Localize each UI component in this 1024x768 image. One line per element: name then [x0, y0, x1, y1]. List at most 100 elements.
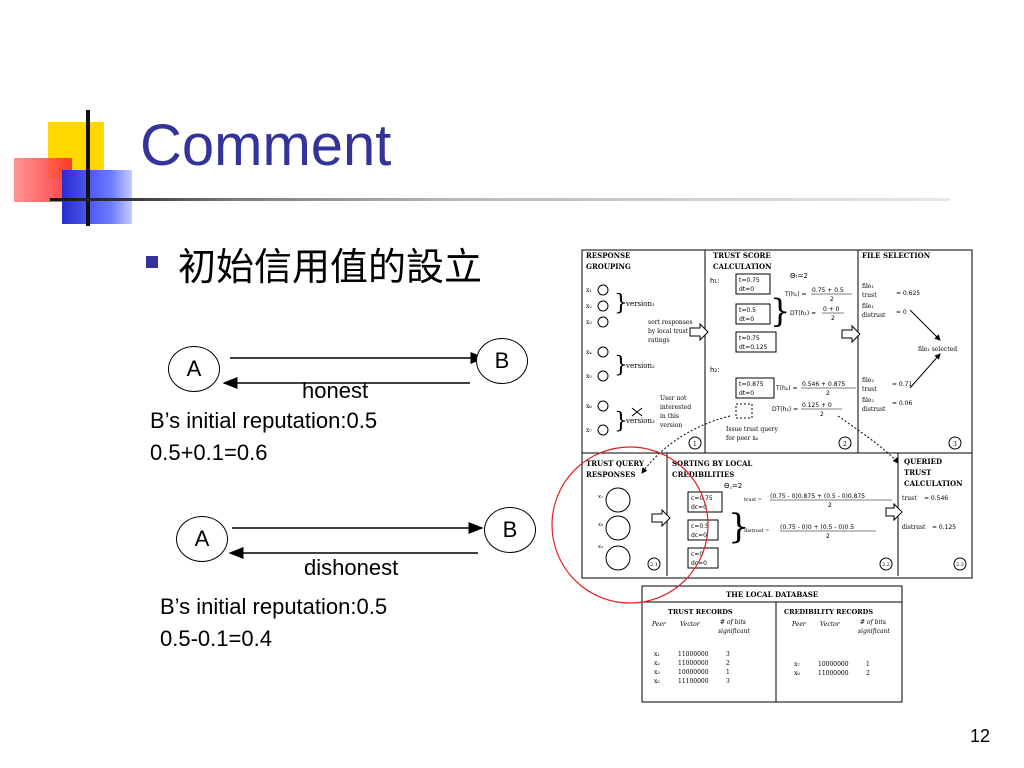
svg-text:distrust: distrust — [862, 312, 886, 319]
svg-text:Issue trust query: Issue trust query — [726, 426, 779, 433]
db-cell: 10000000 — [818, 661, 849, 668]
svg-text:dc=0: dc=0 — [691, 560, 707, 567]
svg-text:in this: in this — [660, 413, 679, 420]
svg-text:t=0.75: t=0.75 — [739, 277, 760, 284]
svg-text:0 + 0: 0 + 0 — [823, 306, 840, 313]
svg-text:by local trust: by local trust — [648, 328, 689, 335]
db-cell: 11100000 — [678, 678, 709, 685]
svg-text:distrust: distrust — [862, 406, 886, 413]
svg-text:x₅: x₅ — [586, 373, 592, 380]
svg-text:CREDIBILITIES: CREDIBILITIES — [672, 470, 734, 479]
db-cell: x₈ — [794, 670, 800, 677]
svg-text:TRUST QUERY: TRUST QUERY — [586, 459, 645, 468]
svg-text:significant: significant — [858, 628, 890, 635]
svg-text:CALCULATION: CALCULATION — [713, 262, 772, 271]
calculation-line-2: 0.5-0.1=0.4 — [160, 626, 272, 651]
svg-text:h₂:: h₂: — [710, 366, 720, 374]
section-response-grouping: RESPONSE — [586, 251, 630, 260]
svg-text:2: 2 — [820, 411, 824, 418]
svg-text:2: 2 — [826, 533, 830, 540]
svg-text:dt=0: dt=0 — [739, 286, 754, 293]
section-file-selection: FILE SELECTION — [862, 251, 931, 260]
db-cell: x₃ — [654, 669, 660, 676]
svg-text:RESPONSES: RESPONSES — [586, 470, 635, 479]
svg-text:= 0.546: = 0.546 — [924, 495, 948, 502]
svg-text:Vector: Vector — [680, 621, 701, 628]
edge-label-dishonest: dishonest — [304, 555, 399, 580]
svg-text:for peer x₆: for peer x₆ — [726, 435, 759, 442]
svg-text:dc=0: dc=0 — [691, 504, 707, 511]
svg-text:TRUST RECORDS: TRUST RECORDS — [668, 608, 733, 616]
svg-text:2: 2 — [831, 315, 835, 322]
svg-text:distrust =: distrust = — [744, 528, 769, 534]
svg-text:x₆: x₆ — [586, 403, 592, 410]
svg-text:2.3: 2.3 — [956, 562, 964, 568]
svg-text:2: 2 — [826, 390, 830, 397]
svg-text:= 0.625: = 0.625 — [896, 290, 920, 297]
svg-text:t=0.75: t=0.75 — [739, 335, 760, 342]
svg-text:}: } — [614, 409, 628, 434]
svg-text:trust: trust — [862, 386, 877, 393]
svg-text:Θ꜀=2: Θ꜀=2 — [724, 482, 742, 490]
svg-text:Peer: Peer — [791, 621, 807, 628]
svg-text:2.1: 2.1 — [650, 562, 658, 568]
svg-text:version₁: version₁ — [625, 300, 655, 308]
db-cell: 3 — [726, 651, 730, 658]
db-cell: x₅ — [654, 678, 660, 685]
svg-text:Peer: Peer — [651, 621, 667, 628]
svg-text:}: } — [614, 353, 628, 378]
svg-text:T(h₁) =: T(h₁) = — [784, 291, 807, 298]
svg-text:ratings: ratings — [648, 337, 670, 344]
svg-text:c=0.5: c=0.5 — [691, 523, 709, 530]
node-a-2: A — [176, 516, 228, 562]
svg-text:0.75 + 0.5: 0.75 + 0.5 — [812, 287, 844, 294]
svg-text:3: 3 — [953, 441, 957, 448]
svg-text:}: } — [770, 292, 790, 330]
title-underline — [50, 198, 950, 201]
svg-text:(0.75 - 0)0 + (0.5 - 0)0.5: (0.75 - 0)0 + (0.5 - 0)0.5 — [780, 524, 854, 531]
logo-vertical-line — [86, 110, 90, 226]
svg-text:file₁ selected: file₁ selected — [918, 346, 957, 353]
svg-text:x₈: x₈ — [598, 522, 603, 528]
slide-title: Comment — [140, 113, 392, 178]
svg-text:t=0.875: t=0.875 — [739, 381, 764, 388]
db-cell: x₁ — [654, 651, 660, 658]
svg-text:x₇: x₇ — [586, 427, 592, 434]
node-b-1: B — [476, 338, 528, 384]
db-cell: x₂ — [654, 660, 660, 667]
svg-text:DT(h₂) =: DT(h₂) = — [772, 406, 798, 413]
reputation-line-2: B’s initial reputation:0.5 — [160, 594, 388, 619]
svg-text:= 0: = 0 — [896, 309, 907, 316]
svg-text:h₁:: h₁: — [710, 277, 720, 285]
svg-text:# of bits: # of bits — [860, 619, 886, 626]
svg-text:GROUPING: GROUPING — [586, 262, 631, 271]
logo-blue-square — [62, 170, 132, 224]
svg-text:sort responses: sort responses — [648, 319, 692, 326]
db-cell: 3 — [726, 678, 730, 685]
svg-text:dc=0: dc=0 — [691, 532, 707, 539]
svg-text:2: 2 — [828, 502, 832, 509]
svg-text:file₁: file₁ — [862, 283, 874, 290]
svg-text:x₃: x₃ — [586, 319, 592, 326]
svg-text:= 0.125: = 0.125 — [932, 524, 956, 531]
svg-text:version₃: version₃ — [625, 417, 655, 425]
svg-text:(0.75 - 0)0.875 + (0.5 - 0)0.8: (0.75 - 0)0.875 + (0.5 - 0)0.875 — [770, 493, 865, 500]
db-cell: 2 — [726, 660, 730, 667]
db-cell: x₇ — [794, 661, 800, 668]
svg-text:T(h₂) =: T(h₂) = — [775, 385, 798, 392]
svg-text:= 0.71: = 0.71 — [892, 381, 912, 388]
node-b-2: B — [484, 507, 536, 553]
svg-text:SORTING BY LOCAL: SORTING BY LOCAL — [672, 459, 752, 468]
db-cell: 2 — [866, 670, 870, 677]
svg-text:c=0: c=0 — [691, 551, 703, 558]
svg-text:# of bits: # of bits — [720, 619, 746, 626]
page-number: 12 — [969, 726, 990, 746]
svg-text:0.546 + 0.875: 0.546 + 0.875 — [802, 381, 845, 388]
svg-text:0.125 + 0: 0.125 + 0 — [802, 402, 832, 409]
db-cell: 10000000 — [678, 669, 709, 676]
svg-text:significant: significant — [718, 628, 750, 635]
svg-text:x₂: x₂ — [586, 303, 592, 310]
svg-text:Θₜ=2: Θₜ=2 — [790, 272, 808, 280]
svg-text:THE LOCAL DATABASE: THE LOCAL DATABASE — [726, 590, 818, 599]
svg-text:}: } — [728, 507, 750, 547]
